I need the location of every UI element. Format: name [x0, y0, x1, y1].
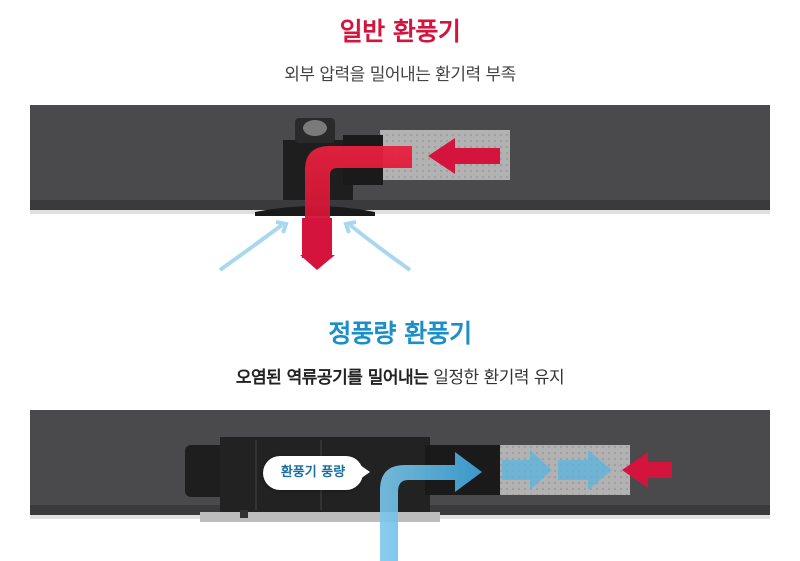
constant-fan-push-arrows: [502, 450, 612, 490]
constant-fan-subtitle-rest: 일정한 환기력 유지: [428, 368, 565, 388]
airflow-label-bubble: 환풍기 풍량: [263, 456, 363, 490]
general-fan-subtitle: 외부 압력을 밀어내는 환기력 부족: [284, 65, 516, 85]
general-fan-exhaust-arrow: [300, 146, 412, 270]
general-fan-title: 일반 환풍기: [339, 17, 461, 46]
constant-fan-title: 정풍량 환풍기: [328, 319, 472, 348]
general-fan-intake-arrows: [218, 220, 412, 272]
general-fan-backflow-arrow: [428, 138, 500, 174]
airflow-label-bubble-tail: [360, 465, 370, 479]
constant-fan-airflow-arrow: [380, 452, 482, 561]
constant-fan-subtitle-strong: 오염된 역류공기를 밀어내는: [235, 368, 429, 388]
constant-fan-backflow-arrow: [622, 452, 672, 488]
constant-fan-subtitle: 오염된 역류공기를 밀어내는 일정한 환기력 유지: [0, 363, 800, 388]
